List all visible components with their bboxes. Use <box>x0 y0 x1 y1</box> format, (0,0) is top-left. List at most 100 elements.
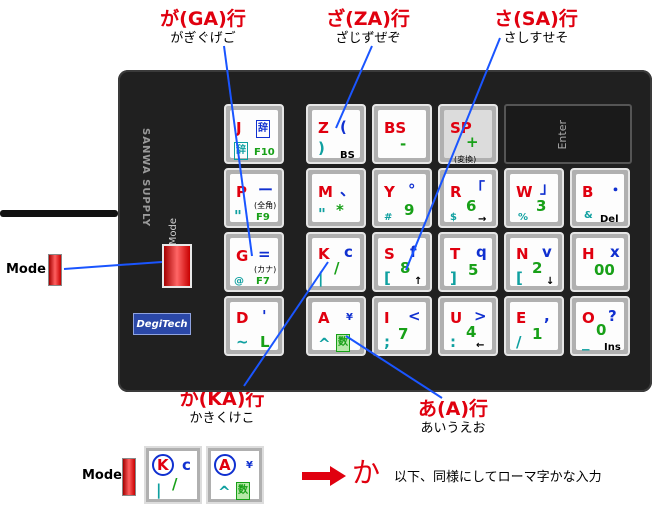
key-z[interactable]: Z ( ) BS <box>306 104 366 164</box>
key-h[interactable]: H x 00 <box>570 232 630 292</box>
key-m[interactable]: M 、 " * <box>306 168 366 228</box>
key-n-num: 2 <box>532 259 543 277</box>
key-z-main: Z <box>318 119 329 137</box>
key-k-sym: c <box>344 243 353 261</box>
enter-key[interactable]: Enter <box>504 104 632 164</box>
key-u-arrow: ← <box>476 340 485 351</box>
key-m-main: M <box>318 183 333 201</box>
key-a-main: A <box>318 309 330 327</box>
key-i[interactable]: I < ; 7 <box>372 296 432 356</box>
brand-label: SANWA SUPPLY <box>140 128 151 228</box>
callout-ka: か(KA)行 かきくけこ <box>167 388 277 428</box>
key-d-sym2: ~ <box>236 333 249 351</box>
key-g[interactable]: G = (カナ) @ F7 <box>224 232 284 292</box>
callout-sa-title: さ(SA)行 <box>494 8 578 30</box>
key-i-num: 7 <box>398 325 409 343</box>
key-u[interactable]: U > : 4 ← <box>438 296 498 356</box>
key-p-sub: (全角) <box>254 201 277 210</box>
key-w-sym: 」 <box>540 179 556 197</box>
key-r[interactable]: R 「 $ 6 → <box>438 168 498 228</box>
example-key-k-sym2: | <box>156 481 162 499</box>
key-e-main: E <box>516 309 527 327</box>
key-w-sym2: % <box>518 212 529 223</box>
callout-ga-kana: がぎぐげご <box>170 31 236 46</box>
key-j-fn: F10 <box>254 147 275 158</box>
key-a[interactable]: A ¥ ^ 数 <box>306 296 366 356</box>
example-key-a: A ¥ ^ 数 <box>206 446 264 504</box>
key-k-sym3: | <box>318 269 324 287</box>
callout-za-title: ざ(ZA)行 <box>326 8 410 30</box>
key-b[interactable]: B ・ & Del <box>570 168 630 228</box>
key-w-num: 3 <box>536 197 547 215</box>
key-b-sym: ・ <box>608 181 624 199</box>
callout-ka-title: か(KA)行 <box>179 388 265 410</box>
callout-ka-kana: かきくけこ <box>189 411 255 426</box>
key-m-sym3: * <box>336 201 344 219</box>
example-key-k-main: K <box>157 456 169 474</box>
key-y-main: Y <box>384 183 395 201</box>
example-key-a-main: A <box>219 456 231 474</box>
key-p-main: P <box>236 183 247 201</box>
key-i-sym: < <box>408 307 421 325</box>
key-m-sym2: " <box>318 205 326 223</box>
key-y[interactable]: Y ° # 9 <box>372 168 432 228</box>
key-o[interactable]: O ? _ 0 Ins <box>570 296 630 356</box>
key-h-num: 00 <box>594 261 615 279</box>
key-w[interactable]: W 」 % 3 <box>504 168 564 228</box>
key-r-sym: 「 <box>470 179 486 197</box>
key-j-main: J <box>236 119 242 137</box>
key-e-num: 1 <box>532 325 543 343</box>
key-n-sym2: [ <box>516 269 523 287</box>
key-s[interactable]: S f [ 8 ↑ <box>372 232 432 292</box>
callout-sa: さ(SA)行 さしすせそ <box>481 8 591 48</box>
key-sp-sub: (変換) <box>454 155 477 164</box>
key-s-sym2: [ <box>384 269 391 287</box>
usb-cable <box>0 210 118 217</box>
key-w-main: W <box>516 183 533 201</box>
key-bs[interactable]: BS - <box>372 104 432 164</box>
key-g-sym2: @ <box>234 276 244 287</box>
key-z-sub: BS <box>340 150 355 161</box>
key-a-circle <box>214 454 236 476</box>
key-t[interactable]: T q ] 5 <box>438 232 498 292</box>
key-sp[interactable]: SP + (変換) <box>438 104 498 164</box>
key-k-main: K <box>318 245 330 263</box>
result-char: か <box>352 456 381 489</box>
key-a-sym3: 数 <box>336 334 350 352</box>
key-g-sym: = <box>258 245 271 263</box>
line-sa <box>405 37 501 271</box>
key-k[interactable]: K c / | <box>306 232 366 292</box>
key-j[interactable]: J 辞 辞 F10 <box>224 104 284 164</box>
key-a-sym: ¥ <box>346 312 353 323</box>
digitech-logo: DegiTech <box>133 313 191 335</box>
example-key-a-sym3: 数 <box>236 482 250 500</box>
key-s-num: 8 <box>400 259 411 277</box>
key-g-fn: F7 <box>256 276 270 287</box>
key-h-sym: x <box>610 243 620 261</box>
key-d[interactable]: D ' ~ L <box>224 296 284 356</box>
key-p[interactable]: P ー (全角) " F9 <box>224 168 284 228</box>
key-n-main: N <box>516 245 529 263</box>
key-t-sym: q <box>476 243 487 261</box>
key-p-fn: F9 <box>256 212 270 223</box>
bottom-mode-badge <box>122 458 136 496</box>
key-u-num: 4 <box>466 323 477 341</box>
key-t-main: T <box>450 245 461 263</box>
key-n-arrow: ↓ <box>546 276 555 287</box>
key-e[interactable]: E , / 1 <box>504 296 564 356</box>
callout-za-kana: ざじずぜぞ <box>335 31 401 46</box>
key-u-sym: > <box>474 307 487 325</box>
key-b-sub: Del <box>600 214 619 225</box>
callout-a: あ(A)行 あいうえお <box>398 398 508 438</box>
key-r-arrow: → <box>478 214 487 225</box>
key-u-sym2: : <box>450 333 456 351</box>
line-a <box>345 335 443 399</box>
key-n[interactable]: N v [ 2 ↓ <box>504 232 564 292</box>
key-e-sym: , <box>544 307 550 325</box>
key-z-sym2: ) <box>318 139 325 157</box>
key-bs-sym: - <box>400 135 407 153</box>
key-r-sym2: $ <box>450 212 457 223</box>
key-s-main: S <box>384 245 395 263</box>
mode-button[interactable] <box>162 244 192 288</box>
example-key-a-sym2: ^ <box>218 483 231 501</box>
